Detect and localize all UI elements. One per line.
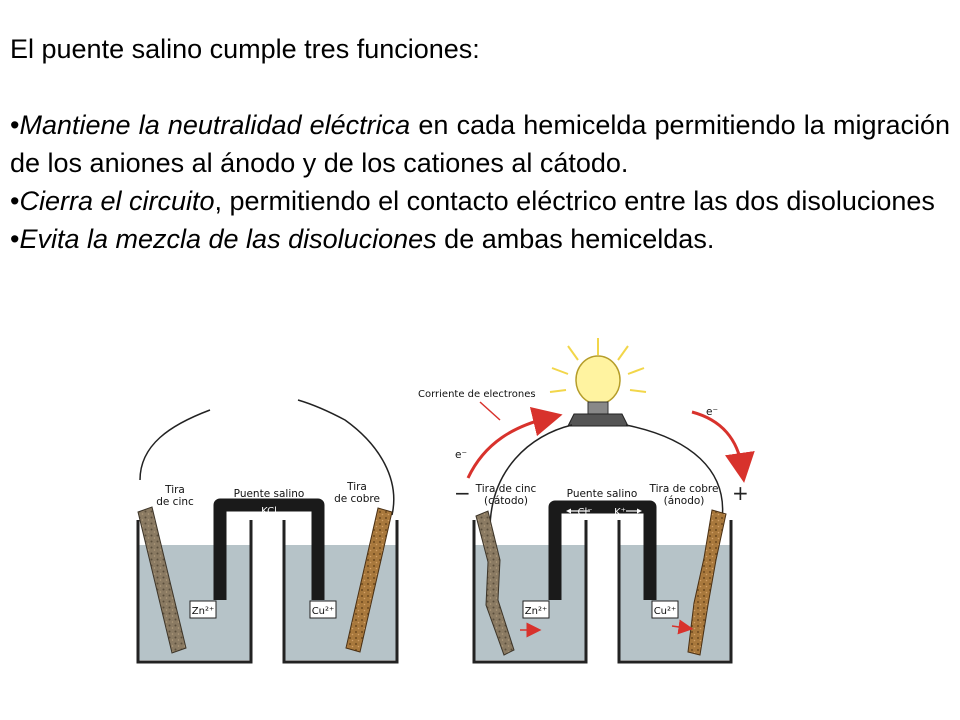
bullet-item-2: •Cierra el circuito, permitiendo el cont… [10, 182, 950, 220]
electron-label-left: e⁻ [455, 449, 467, 461]
right-wire-copper [625, 424, 724, 521]
bullet-item-3: •Evita la mezcla de las disoluciones de … [10, 220, 950, 258]
right-beaker-2 [617, 520, 733, 664]
left-salt-bridge [213, 498, 325, 600]
left-copper-strip [345, 507, 393, 653]
right-zn-ion-label: Zn²⁺ [525, 606, 547, 617]
current-label-pointer [479, 401, 501, 421]
bulb-glass [575, 355, 621, 405]
electron-arrow-left [466, 406, 563, 479]
text-content: El puente salino cumple tres funciones: … [10, 30, 950, 258]
negative-terminal: − [454, 481, 471, 505]
left-cu-ion-label: Cu²⁺ [312, 606, 335, 617]
current-label: Corriente de electrones [418, 389, 536, 400]
bulb-base [587, 401, 609, 415]
bulb-rays [549, 338, 647, 393]
bullet-text: de ambas hemiceldas. [436, 224, 715, 254]
right-copper-label-line2: (ánodo) [664, 495, 705, 507]
left-wire-copper [297, 399, 395, 516]
right-beaker-1 [472, 520, 588, 664]
right-bridge-anion-label: Cl⁻ [577, 507, 592, 518]
right-zinc-label-line1: Tira de cinc [475, 483, 537, 495]
left-copper-label-line2: de cobre [334, 493, 380, 505]
bullet-marker: • [10, 110, 20, 140]
bullet-marker: • [10, 186, 20, 216]
cu-ion-migration-arrow [671, 619, 694, 635]
left-zn-ion-label: Zn²⁺ [192, 606, 214, 617]
left-salt-bridge-label: Puente salino [234, 488, 305, 500]
right-zinc-label-line2: (cátodo) [484, 495, 528, 507]
anion-arrowhead [566, 508, 571, 514]
left-bridge-salt-label: KCl [261, 506, 277, 517]
right-cell: e⁻ e⁻ Corriente de electrones − + Puente… [418, 338, 755, 664]
light-bulb [549, 338, 647, 427]
right-salt-bridge-label: Puente salino [567, 488, 638, 500]
bullet-emphasis: Evita la mezcla de las disoluciones [19, 224, 437, 254]
bullet-emphasis: Cierra el circuito [19, 186, 215, 216]
left-zinc-label-line2: de cinc [156, 496, 194, 508]
right-zinc-strip [475, 510, 515, 656]
cation-arrowhead [637, 508, 642, 514]
left-cu-ion-box [309, 600, 337, 619]
left-zinc-label-line1: Tira [164, 484, 185, 496]
right-cu-ion-label: Cu²⁺ [654, 606, 677, 617]
left-zinc-strip [137, 506, 187, 654]
left-cell: KCl Puente salino Tira de cinc Tira de c… [136, 399, 399, 664]
bullet-marker: • [10, 224, 20, 254]
bullet-text: en cada hemicelda permitiendo la migraci… [10, 110, 951, 178]
right-bridge-cation-label: K⁺ [614, 507, 626, 518]
left-wire-zinc [139, 409, 211, 481]
electron-arrow-right [691, 410, 755, 483]
left-beaker-1 [136, 520, 253, 664]
right-copper-label-line1: Tira de cobre [649, 483, 719, 495]
right-salt-bridge [548, 500, 657, 600]
heading: El puente salino cumple tres funciones: [10, 34, 480, 64]
left-copper-label-line1: Tira [346, 481, 367, 493]
bullet-item-1: •Mantiene la neutralidad eléctrica en ca… [10, 106, 950, 182]
left-zn-ion-box [189, 600, 217, 619]
positive-terminal: + [732, 481, 749, 505]
bulb-socket [567, 413, 629, 427]
bullet-text: , permitiendo el contacto eléctrico entr… [214, 186, 935, 216]
right-copper-strip [687, 509, 727, 656]
right-cu-ion-box [651, 600, 679, 619]
right-zn-ion-box [522, 600, 550, 619]
bullet-emphasis: Mantiene la neutralidad eléctrica [19, 110, 411, 140]
electron-label-right: e⁻ [706, 406, 718, 418]
left-beaker-2 [282, 520, 399, 664]
